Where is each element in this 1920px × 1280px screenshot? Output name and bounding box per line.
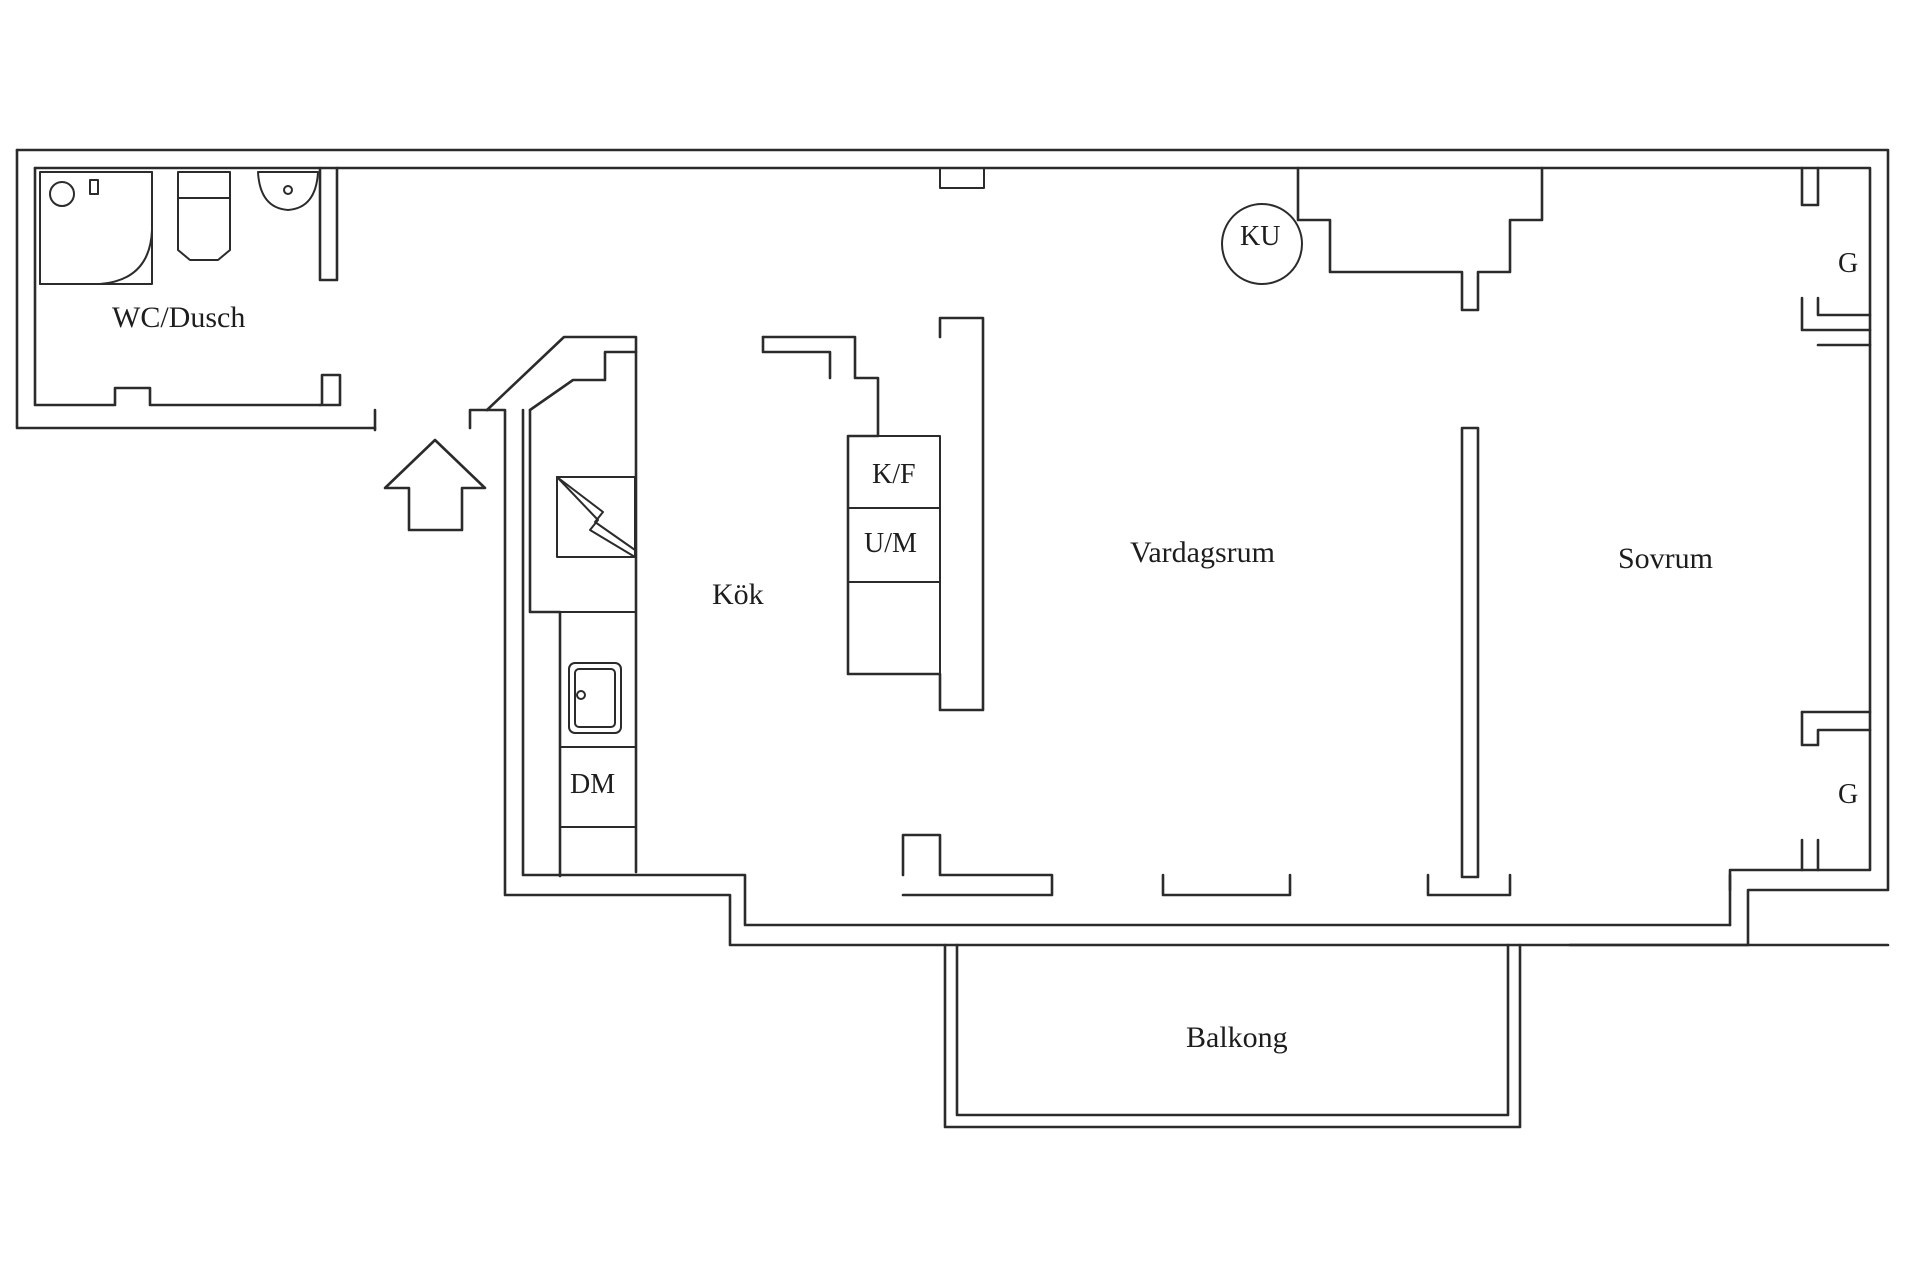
kitchen-counter: DM xyxy=(485,335,638,878)
bottom-wall-details xyxy=(749,833,1732,926)
room-label-living: Vardagsrum xyxy=(1130,536,1275,569)
entrance-arrow-icon xyxy=(383,438,487,532)
shower-icon xyxy=(39,171,153,285)
toilet-icon xyxy=(177,171,231,261)
dm-label: DM xyxy=(570,769,615,800)
room-label-balcony: Balkong xyxy=(1186,1021,1288,1054)
ku-label: KU xyxy=(1240,221,1280,252)
kitchen-sink-icon xyxy=(568,662,622,734)
wc-room: WC/Dusch xyxy=(39,166,342,407)
room-label-wc: WC/Dusch xyxy=(112,301,245,334)
kitchen-island: K/F U/M xyxy=(761,316,985,712)
wardrobe-label-top: G xyxy=(1838,248,1858,279)
wardrobe-label-bottom: G xyxy=(1838,779,1858,810)
washbasin-icon xyxy=(257,171,319,211)
balcony: Balkong xyxy=(943,943,1522,1129)
ku-unit: KU xyxy=(1221,203,1303,285)
kf-label: K/F xyxy=(872,459,916,490)
bedroom-walls: G G xyxy=(1460,166,1872,879)
outer-walls xyxy=(15,148,1890,947)
um-label: U/M xyxy=(864,528,917,559)
stove-icon xyxy=(556,476,636,558)
top-wall-details xyxy=(939,166,1544,312)
room-label-kitchen: Kök xyxy=(712,578,764,611)
room-label-bedroom: Sovrum xyxy=(1618,542,1713,575)
